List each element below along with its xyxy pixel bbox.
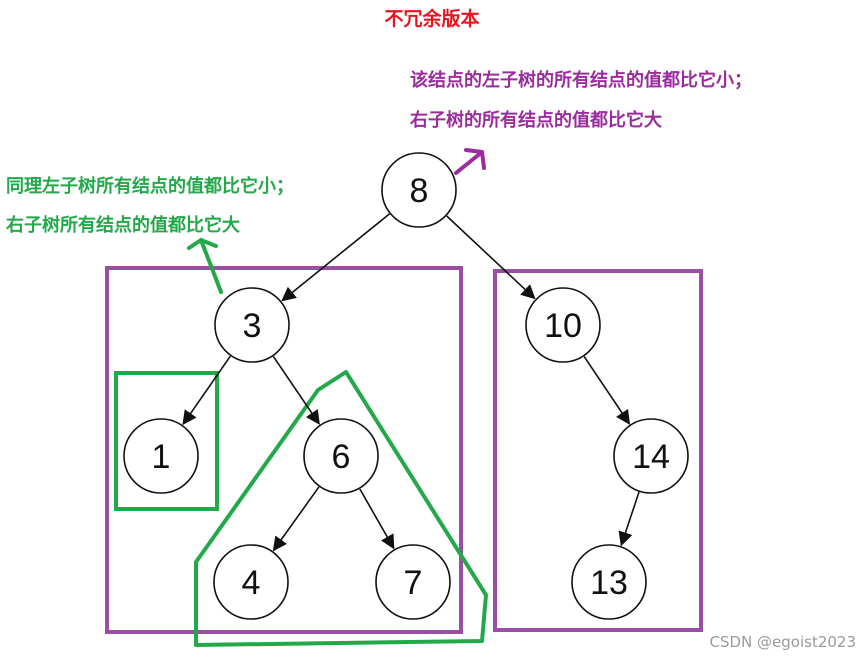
tree-node-3: 3 — [214, 287, 290, 363]
node-circle — [375, 544, 451, 620]
node-1-subtree-box — [114, 371, 219, 511]
tree-node-6: 6 — [303, 418, 379, 494]
page-title: 不冗余版本 — [384, 8, 480, 30]
node-circle — [381, 152, 457, 228]
node-circle — [613, 418, 689, 494]
purple-note-line-1: 该结点的左子树的所有结点的值都比它小； — [410, 70, 752, 91]
edge-n14-n13 — [618, 491, 640, 547]
tree-node-13: 13 — [571, 544, 647, 620]
edge-n10-n14 — [583, 356, 631, 425]
node-label: 10 — [544, 307, 582, 345]
node-label: 13 — [590, 564, 628, 602]
node-circle — [213, 544, 289, 620]
edge-n6-n4 — [272, 486, 320, 552]
node-circle — [303, 418, 379, 494]
edge-n3-n1 — [182, 355, 231, 426]
node-label: 6 — [332, 438, 351, 476]
tree-node-8: 8 — [381, 152, 457, 228]
edge-n8-n10 — [446, 215, 536, 300]
node-label: 3 — [243, 307, 262, 345]
node-circle — [571, 544, 647, 620]
tree-node-4: 4 — [213, 544, 289, 620]
tree-node-10: 10 — [525, 287, 601, 363]
green-note-line-2: 右子树所有结点的值都比它大 — [6, 215, 240, 236]
edge-n8-n3 — [281, 213, 390, 302]
node-label: 7 — [404, 564, 423, 602]
node-label: 4 — [242, 564, 261, 602]
node-circle — [525, 287, 601, 363]
node-label: 8 — [410, 172, 429, 210]
tree-node-14: 14 — [613, 418, 689, 494]
node-circle — [123, 418, 199, 494]
green-pointer-arrow — [187, 238, 223, 294]
node-circle — [214, 287, 290, 363]
right-subtree-box — [493, 269, 703, 632]
tree-node-7: 7 — [375, 544, 451, 620]
node-6-subtree-outline — [194, 370, 488, 647]
purple-note-line-2: 右子树的所有结点的值都比它大 — [410, 110, 662, 131]
edge-n3-n6 — [272, 355, 320, 425]
edge-n6-n7 — [359, 488, 395, 550]
green-note-line-1: 同理左子树所有结点的值都比它小； — [6, 176, 294, 197]
tree-node-1: 1 — [123, 418, 199, 494]
purple-pointer-arrow — [454, 148, 486, 175]
left-subtree-box — [105, 266, 463, 634]
node-label: 14 — [632, 438, 670, 476]
node-label: 1 — [152, 438, 171, 476]
watermark: CSDN @egoist2023 — [709, 633, 857, 651]
